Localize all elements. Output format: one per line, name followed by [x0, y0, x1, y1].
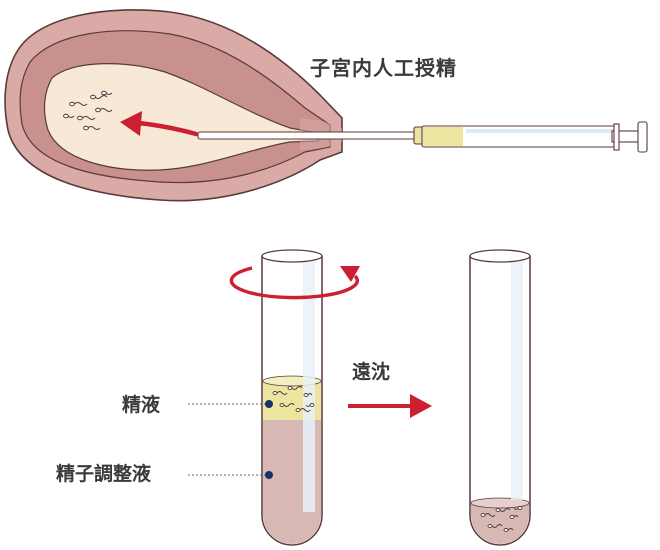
rotation-ellipse [229, 266, 359, 300]
tube-after-pellet [471, 503, 529, 544]
tube-after-sperm-group [480, 506, 523, 532]
tube-before-highlight [303, 262, 315, 512]
sperm [495, 508, 511, 512]
uterine-cavity [43, 63, 319, 171]
tube-before [229, 249, 360, 546]
tube-after-rim [469, 249, 531, 263]
tube-before-rim [261, 249, 323, 263]
uterus-illustration [4, 9, 343, 202]
sperm [90, 94, 108, 100]
sperm [63, 113, 75, 119]
sperm [287, 386, 303, 390]
sperm [480, 513, 496, 517]
uterus-sperm-group [63, 90, 113, 131]
sperm [487, 524, 503, 528]
tube-after-pellet-top [470, 497, 530, 509]
diagram-title: 子宮内人工授精 [310, 56, 457, 80]
syringe-flange [613, 123, 620, 151]
centrifuge-label: 遠沈 [352, 361, 391, 383]
sperm [509, 515, 519, 519]
sperm [95, 107, 113, 113]
sperm [101, 90, 113, 96]
centrifuge-arrow [348, 394, 432, 418]
sperm [272, 391, 288, 395]
sperm [513, 506, 523, 510]
sperm [305, 403, 315, 407]
syringe-plunger-cap [637, 121, 648, 153]
sperm [503, 528, 514, 532]
catheter [197, 131, 421, 140]
syringe-highlight [466, 129, 616, 133]
tube-after-highlight [511, 262, 523, 500]
tube-before-sperm-group [272, 386, 315, 412]
insertion-arrow [120, 111, 199, 137]
rotation-arrowhead-right [340, 266, 360, 282]
sperm [279, 403, 295, 407]
medium-label: 精子調整液 [56, 463, 152, 485]
catheter-syringe [197, 121, 648, 153]
sperm [69, 101, 88, 107]
sperm [83, 125, 101, 131]
tube-after [469, 249, 531, 546]
semen-label: 精液 [122, 394, 161, 416]
sperm [303, 393, 313, 397]
sperm [77, 115, 96, 121]
sperm [295, 408, 311, 412]
syringe-semen [423, 127, 463, 146]
leader-semen-dot [265, 400, 273, 408]
rotation-arrow [229, 266, 360, 300]
leaders [188, 400, 273, 479]
leader-medium-dot [265, 471, 273, 479]
